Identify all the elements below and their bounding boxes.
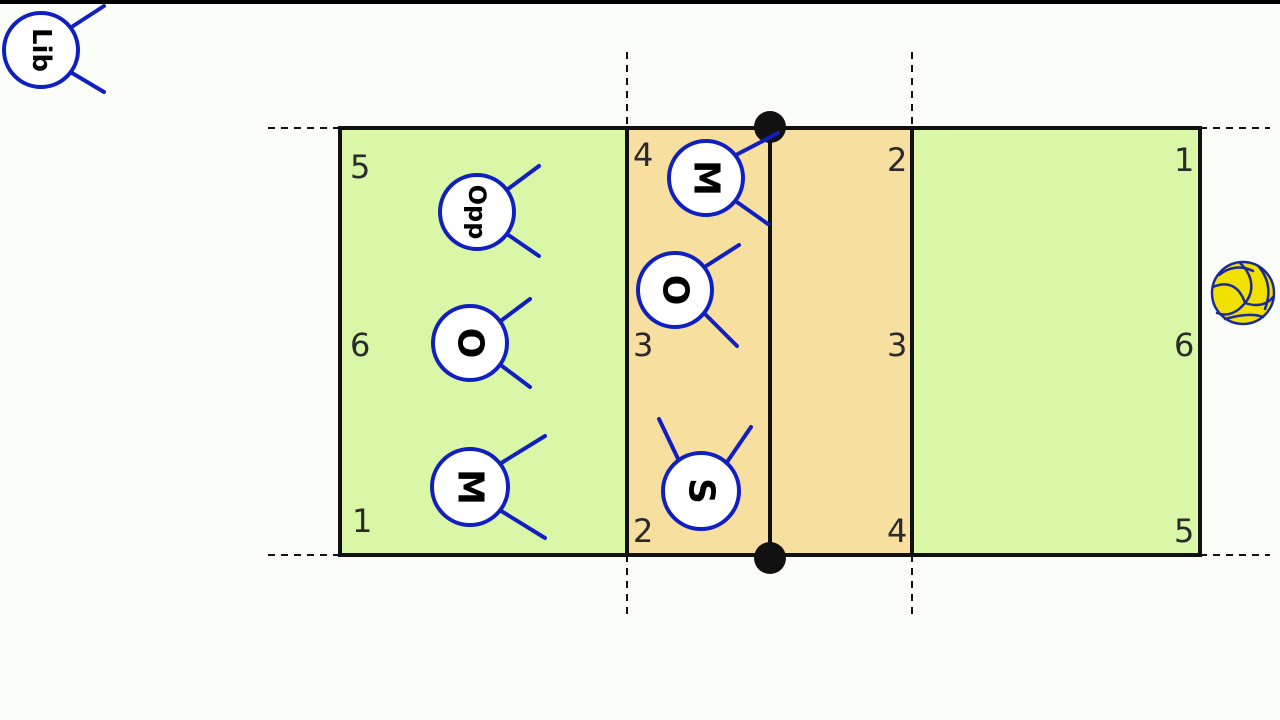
player-arm (732, 131, 780, 158)
zone-number: 2 (887, 141, 907, 179)
zone-number: 2 (633, 512, 653, 550)
zone-number: 3 (633, 326, 653, 364)
player-arm (496, 361, 532, 389)
zone-number: 6 (1174, 326, 1194, 364)
player-circle (636, 251, 714, 329)
volleyball-icon[interactable] (1210, 260, 1276, 326)
player-opposite[interactable]: Opp (438, 164, 541, 258)
player-middle-front[interactable]: M (667, 131, 780, 226)
ball-seam (1211, 283, 1247, 305)
zone-number: 1 (1174, 141, 1194, 179)
zone-number: 5 (350, 148, 370, 186)
right-back-court (912, 128, 1200, 555)
player-arm (723, 425, 753, 467)
player-label: M (450, 469, 491, 505)
player-arm (701, 243, 741, 270)
player-arm (65, 68, 106, 94)
ball-seam (1238, 261, 1253, 305)
ball-seam (1217, 266, 1255, 277)
player-circle (667, 139, 745, 217)
player-label: Opp (463, 185, 491, 240)
player-outside-front[interactable]: O (636, 243, 741, 348)
player-label: Lib (26, 28, 56, 72)
player-arm (657, 417, 683, 467)
zone-number: 1 (352, 502, 372, 540)
player-label: O (450, 328, 491, 359)
player-arm (502, 230, 541, 258)
player-setter[interactable]: S (657, 417, 753, 531)
player-arm (496, 297, 532, 325)
ball-seam (1243, 295, 1275, 307)
player-arm (701, 310, 739, 348)
ball-seam (1257, 265, 1270, 311)
player-libero[interactable]: Lib (2, 4, 106, 94)
ball-body (1212, 262, 1274, 324)
player-circle (430, 447, 510, 527)
ball-outline (1210, 260, 1276, 326)
player-arm (496, 434, 547, 467)
player-label: O (655, 275, 696, 306)
zone-number: 4 (887, 512, 907, 550)
player-circle (438, 173, 516, 251)
ball-seams (1211, 261, 1275, 321)
player-middle[interactable]: M (430, 434, 547, 540)
right-front-zone (770, 128, 912, 555)
ball-seam (1223, 313, 1265, 321)
dashed-extensions (268, 52, 1270, 620)
player-arm (65, 4, 106, 32)
player-outside[interactable]: O (431, 297, 532, 389)
zone-number: 4 (633, 136, 653, 174)
top-border (0, 0, 1280, 4)
zone-number: 3 (887, 326, 907, 364)
player-circle (431, 304, 509, 382)
player-label: S (681, 478, 722, 504)
player-arm (732, 198, 770, 226)
player-arm (502, 164, 541, 194)
player-circle (2, 11, 80, 89)
player-label: M (686, 160, 727, 196)
net-post-bottom (754, 542, 786, 574)
zone-number: 5 (1174, 512, 1194, 550)
zone-number: 6 (350, 326, 370, 364)
player-arm (496, 507, 547, 540)
player-circle (661, 451, 741, 531)
